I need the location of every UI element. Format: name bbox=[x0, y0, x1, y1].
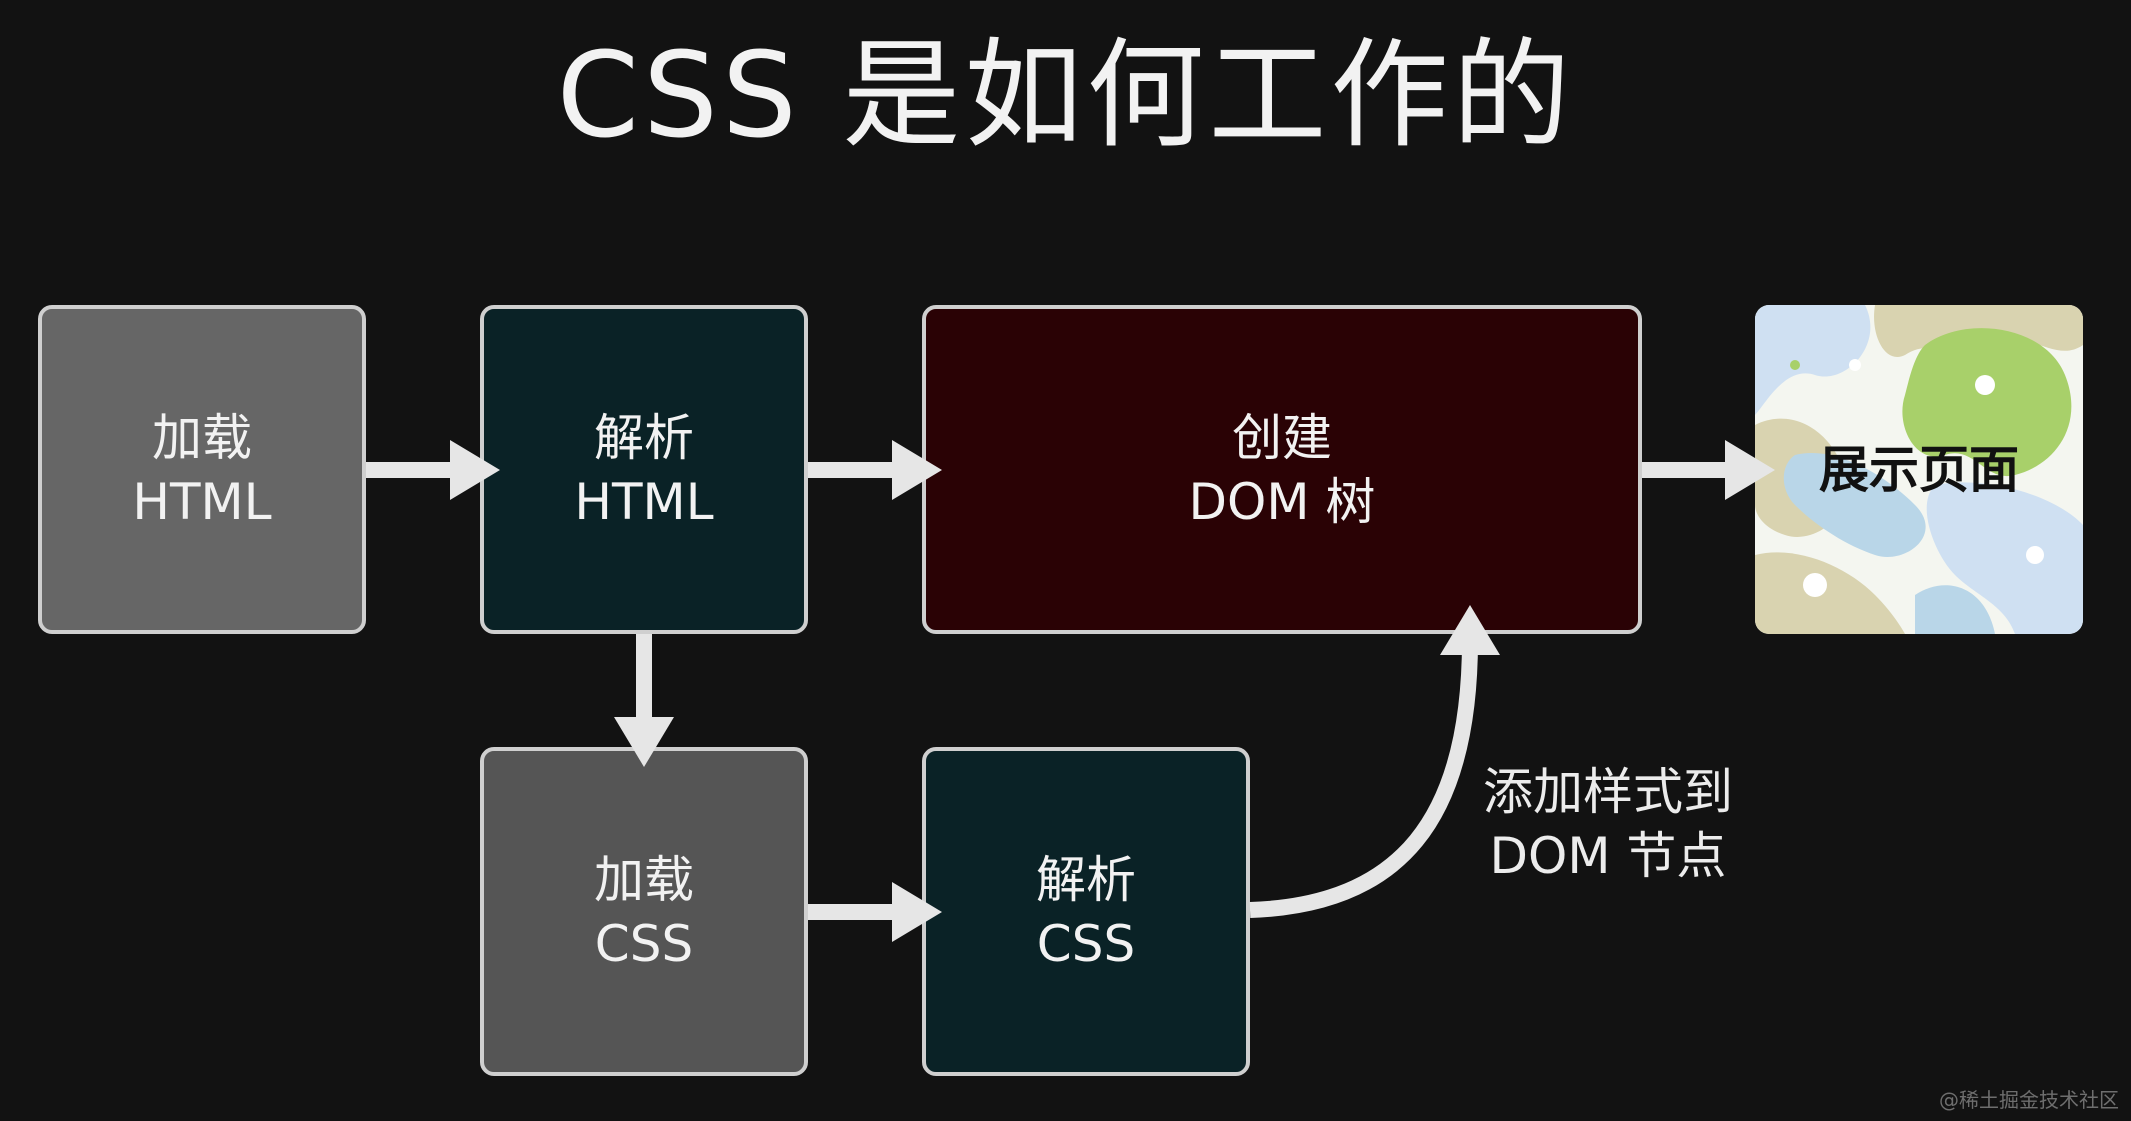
node-create-dom-line2: DOM 树 bbox=[1188, 472, 1376, 531]
node-load-html-line2: HTML bbox=[132, 472, 272, 531]
node-create-dom: 创建 DOM 树 bbox=[922, 305, 1642, 634]
node-parse-css-line1: 解析 bbox=[1036, 850, 1136, 909]
arrowhead-dom-to-show bbox=[1725, 440, 1775, 500]
watermark: @稀土掘金技术社区 bbox=[1939, 1088, 2119, 1112]
node-parse-html-line1: 解析 bbox=[594, 408, 694, 467]
node-load-html: 加载 HTML bbox=[38, 305, 366, 634]
node-parse-html-line2: HTML bbox=[574, 472, 714, 531]
diagram-title: CSS 是如何工作的 bbox=[556, 26, 1575, 164]
node-load-css-line2: CSS bbox=[594, 914, 694, 973]
page-preview-image bbox=[1755, 305, 2083, 634]
node-show-page: 展示页面 bbox=[1755, 305, 2083, 634]
arrowhead-parse-html-to-dom bbox=[892, 440, 942, 500]
arrowhead-parse-css-to-dom bbox=[1440, 605, 1500, 655]
edge-label-line1: 添加样式到 bbox=[1483, 763, 1733, 821]
node-parse-css: 解析 CSS bbox=[922, 747, 1250, 1076]
arrowhead-load-css-to-parse-css bbox=[892, 882, 942, 942]
arrowhead-load-to-parse-html bbox=[450, 440, 500, 500]
edge-label-line2: DOM 节点 bbox=[1489, 827, 1727, 885]
edge-label-add-styles: 添加样式到 DOM 节点 bbox=[1468, 760, 1748, 888]
arrow-parse-css-to-dom bbox=[1249, 639, 1478, 918]
node-load-html-line1: 加载 bbox=[152, 408, 252, 467]
node-parse-css-line2: CSS bbox=[1036, 914, 1136, 973]
node-show-page-label: 展示页面 bbox=[1819, 440, 2019, 499]
arrowhead-parse-html-to-load-css bbox=[614, 717, 674, 767]
node-load-css-line1: 加载 bbox=[594, 850, 694, 909]
node-create-dom-line1: 创建 bbox=[1232, 408, 1332, 467]
